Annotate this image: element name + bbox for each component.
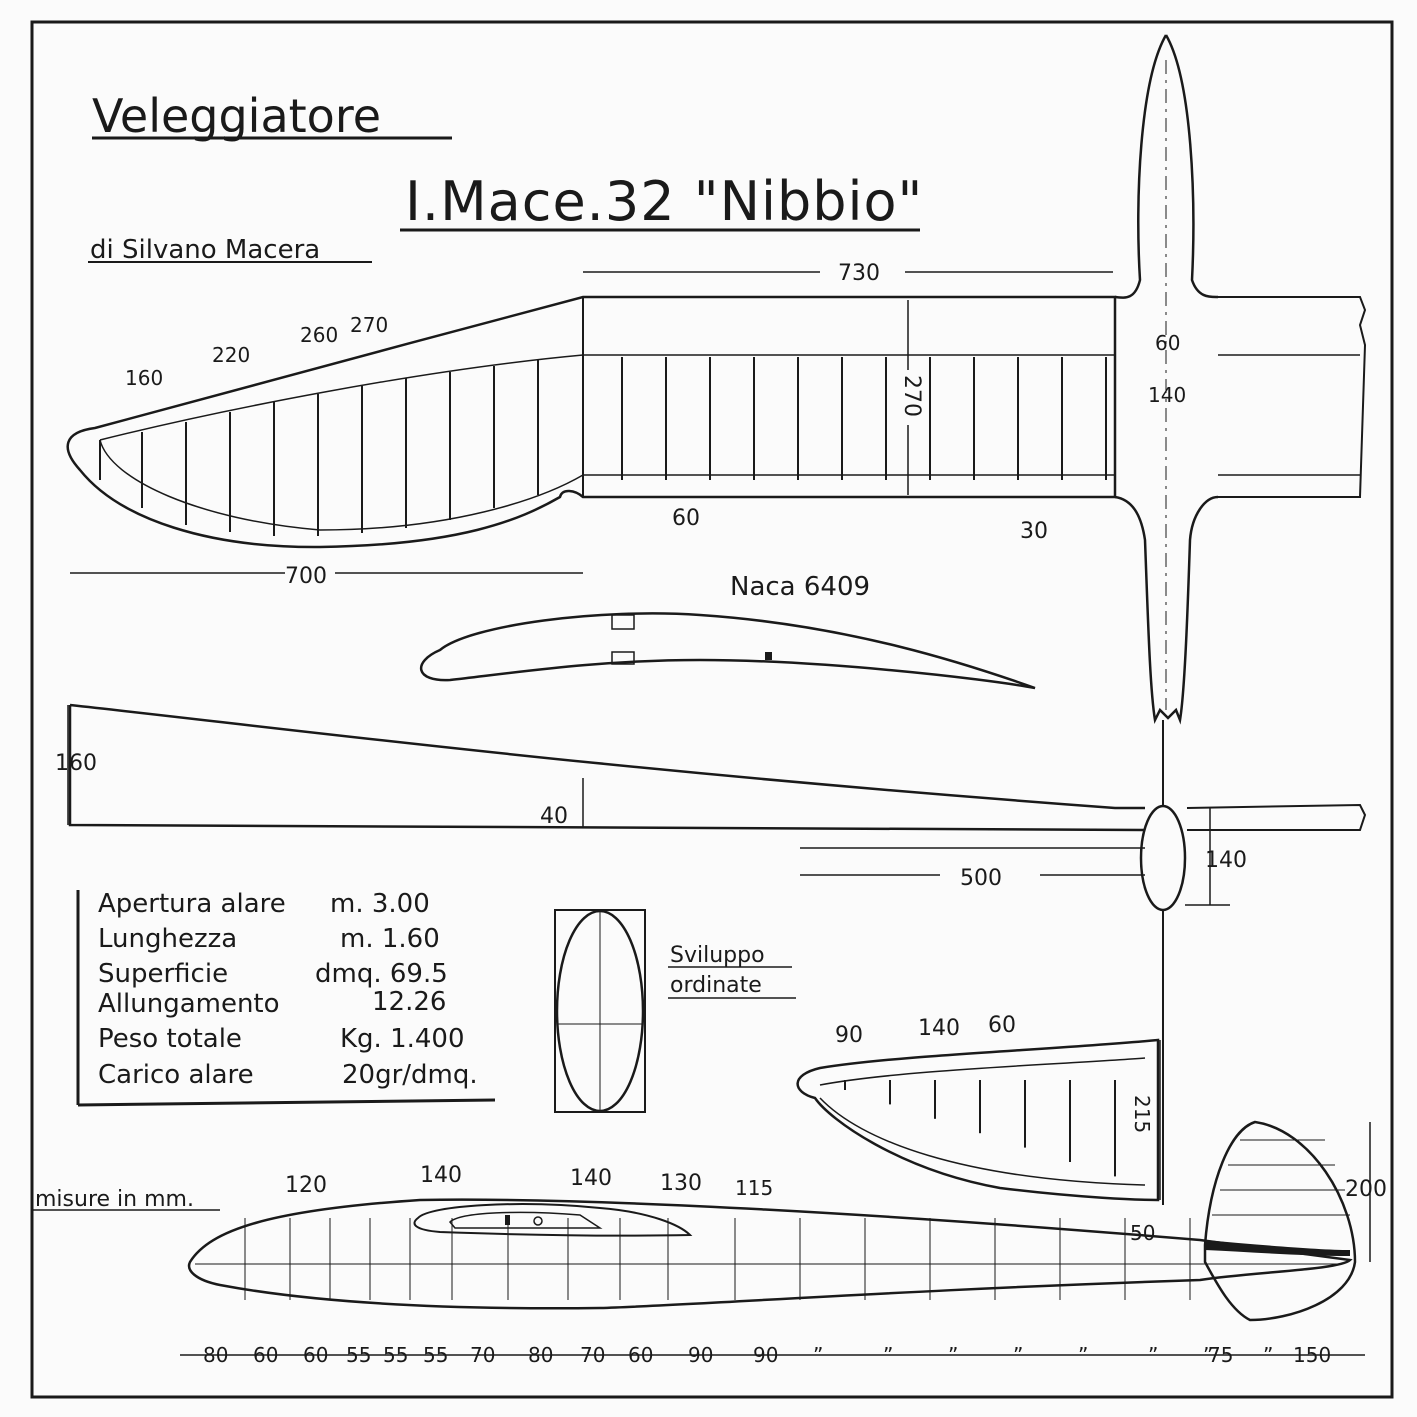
- fuselage-side-view: 120 140 140 130 115 50: [187, 1163, 1353, 1310]
- spec-label-0: Apertura alare: [98, 889, 286, 919]
- dim-dihedral-160: 160: [55, 751, 97, 776]
- stabilizer-plan-view: 90 140 60 215: [796, 1013, 1161, 1202]
- sheet-border: [30, 20, 1394, 1399]
- wing-front-view: 160 40 500 140: [55, 703, 1367, 1205]
- dim-fuselage-width-60: 60: [1155, 331, 1180, 355]
- station-label: 75: [1208, 1343, 1233, 1367]
- station-label: ”: [1203, 1343, 1213, 1367]
- dim-chord-260: 260: [300, 323, 338, 347]
- station-label: 70: [470, 1343, 495, 1367]
- spec-label-5: Carico alare: [98, 1060, 254, 1090]
- dim-stab-span: 500: [960, 866, 1002, 891]
- dim-fuse-120: 120: [285, 1173, 327, 1198]
- station-label: 90: [688, 1343, 713, 1367]
- title-line2: I.Mace.32 "Nibbio": [405, 170, 923, 233]
- fin-side-view: 200: [1203, 1120, 1387, 1322]
- spec-value-3: 12.26: [372, 987, 446, 1017]
- wing-dimensions: 730 270 60 30 700 160 220 260 270: [70, 261, 1113, 589]
- spec-value-4: Kg. 1.400: [340, 1024, 465, 1054]
- dim-wing-tip-span: 700: [285, 564, 327, 589]
- dim-fuse-140a: 140: [420, 1163, 462, 1188]
- dim-stab-chord-90: 90: [835, 1023, 863, 1048]
- dim-fuselage-width-140: 140: [1148, 383, 1186, 407]
- dim-chord-220: 220: [212, 343, 250, 367]
- dim-fuse-140b: 140: [570, 1166, 612, 1191]
- station-label: 60: [628, 1343, 653, 1367]
- spec-label-4: Peso totale: [98, 1024, 242, 1054]
- dim-stab-60: 60: [988, 1013, 1016, 1038]
- spec-value-1: m. 1.60: [340, 924, 440, 954]
- station-label: 55: [423, 1343, 448, 1367]
- station-label: ”: [948, 1343, 958, 1367]
- station-label: ”: [1148, 1343, 1158, 1367]
- station-label: ”: [1078, 1343, 1088, 1367]
- dim-wing-chord: 270: [899, 375, 924, 417]
- station-label: 150: [1293, 1343, 1331, 1367]
- station-label: 60: [253, 1343, 278, 1367]
- units-note: misure in mm.: [35, 1187, 194, 1212]
- airfoil-label: Naca 6409: [730, 572, 870, 602]
- dim-chord-270: 270: [350, 313, 388, 337]
- spec-value-2: dmq. 69.5: [315, 959, 448, 989]
- station-label: ”: [1013, 1343, 1023, 1367]
- spec-value-0: m. 3.00: [330, 889, 430, 919]
- fuselage-section-detail: [554, 909, 646, 1113]
- station-label: 70: [580, 1343, 605, 1367]
- ordinate-label-2: ordinate: [670, 973, 762, 998]
- spec-table: Apertura alare m. 3.00 Lunghezza m. 1.60…: [76, 889, 496, 1107]
- station-label: ”: [813, 1343, 823, 1367]
- station-label: 90: [753, 1343, 778, 1367]
- station-label: 55: [346, 1343, 371, 1367]
- station-label: 60: [303, 1343, 328, 1367]
- dim-fuse-50: 50: [1130, 1221, 1155, 1245]
- dim-fin-height: 200: [1345, 1177, 1387, 1202]
- author: di Silvano Macera: [90, 235, 320, 265]
- dim-rib-end: 30: [1020, 519, 1048, 544]
- dim-wing-span-center: 730: [838, 261, 880, 286]
- fuselage-top-view: 60 140: [1114, 34, 1367, 725]
- spec-label-2: Superficie: [98, 959, 228, 989]
- title-line1: Veleggiatore: [92, 89, 381, 143]
- spec-value-5: 20gr/dmq.: [342, 1060, 478, 1090]
- station-label: ”: [883, 1343, 893, 1367]
- fuselage-front-section: [1139, 804, 1187, 912]
- spec-label-3: Allungamento: [98, 989, 280, 1019]
- station-label: ”: [1263, 1343, 1273, 1367]
- wing-plan-view: [66, 295, 1117, 549]
- airfoil-section: [420, 612, 1036, 690]
- dim-chord-160: 160: [125, 366, 163, 390]
- station-label: 80: [528, 1343, 553, 1367]
- dim-fuselage-height: 140: [1205, 848, 1247, 873]
- dim-stab-140: 140: [918, 1016, 960, 1041]
- ordinate-label-1: Sviluppo: [670, 943, 765, 968]
- dim-fuse-130: 130: [660, 1171, 702, 1196]
- dim-fuse-115: 115: [735, 1176, 773, 1200]
- station-label: 55: [383, 1343, 408, 1367]
- dim-dihedral-40: 40: [540, 804, 568, 829]
- dim-stab-chord: 215: [1130, 1095, 1154, 1133]
- dim-rib-spacing: 60: [672, 506, 700, 531]
- spec-label-1: Lunghezza: [98, 924, 237, 954]
- station-label: 80: [203, 1343, 228, 1367]
